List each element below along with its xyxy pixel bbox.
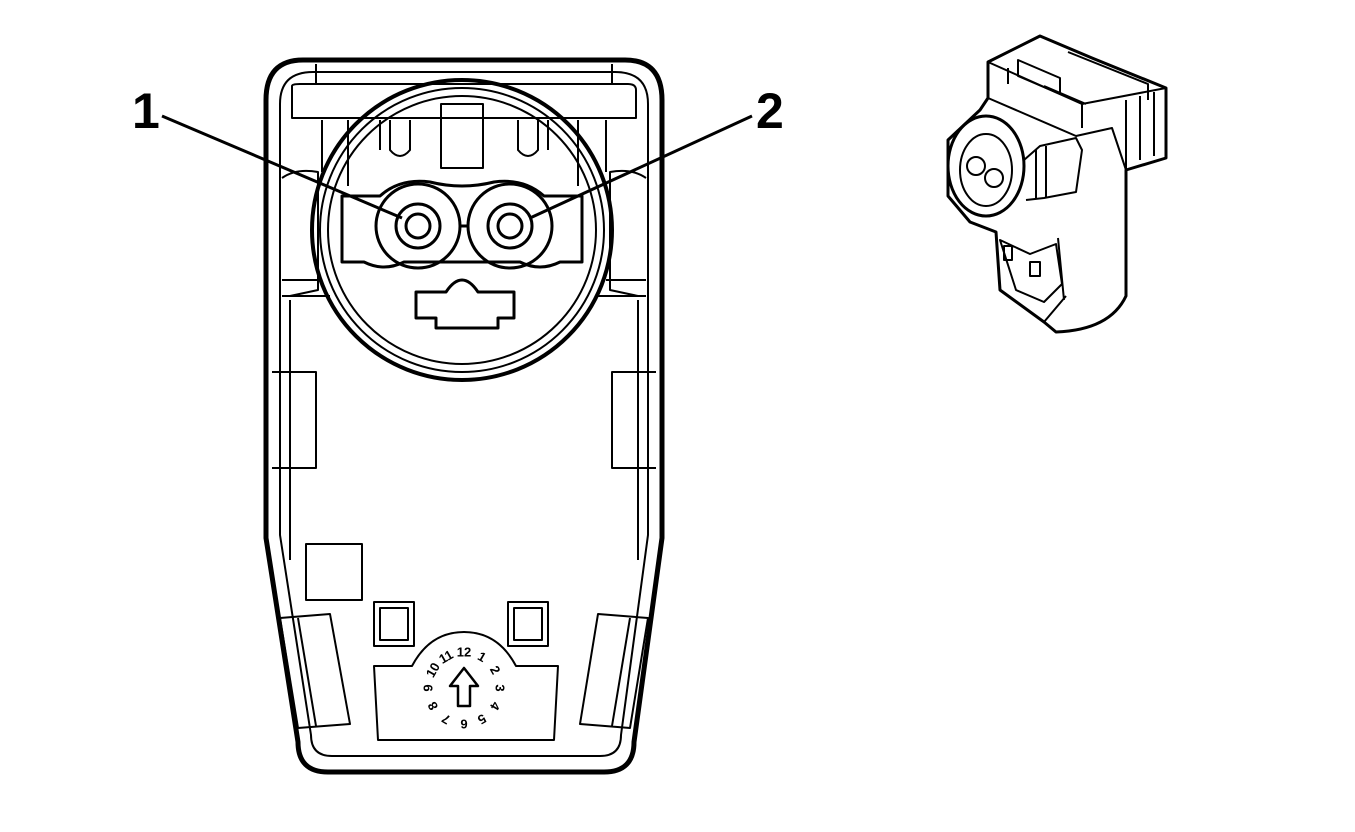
iso-terminal-2 [984,168,1004,188]
wing-lines [282,279,646,297]
right-window-inner [513,607,543,641]
left-window-inner [379,607,409,641]
iso-lower-details [999,237,1067,323]
left-side-slot [272,371,317,469]
leader-line-1 [161,114,403,220]
square-pad [305,543,363,601]
iso-body-outline [946,34,1168,334]
iso-terminal-1 [966,156,986,176]
dial-number: 7 [439,711,453,728]
left-window [373,601,415,647]
terminal-1-outer [374,182,462,270]
face-ring-2 [319,87,605,373]
cavity-outline [340,179,584,269]
housing-outline [263,57,665,775]
right-lower-rib [579,613,649,729]
right-wing [609,169,647,297]
latch-block [440,103,484,169]
date-code-window [373,631,559,741]
face-outer-ring [310,78,614,382]
terminal-2-mid [486,202,534,250]
connector-front-view [263,57,665,775]
iso-face-inner [959,133,1013,207]
iso-collar-lines [1035,146,1047,198]
callout-1: 1 [132,83,160,139]
terminal-2-pin [496,212,524,240]
dial-number: 4 [487,699,504,713]
terminal-2-outer [466,182,554,270]
latch-block-details [389,120,539,157]
top-latch [291,64,637,119]
keying-slot [414,278,516,330]
iso-top-details [1007,51,1149,105]
top-latch-tabs [321,120,607,186]
dial-number: 2 [487,663,504,677]
dial-number: 6 [460,717,467,732]
left-lower-rib [279,613,351,729]
callout-2: 2 [756,83,784,139]
terminal-1-mid [394,202,442,250]
dial-number: 10 [423,660,443,680]
face-ring-3 [327,95,597,365]
dial-number: 3 [493,684,508,691]
dial-number: 11 [436,647,455,667]
housing-inner-outline [279,71,649,757]
callout-leaders [161,114,753,220]
dial-number: 12 [457,645,471,660]
leader-line-2 [529,114,753,220]
dial-number: 9 [421,684,436,691]
iso-face-outer [946,114,1026,218]
iso-collar [1023,137,1083,201]
right-window [507,601,549,647]
date-code-arrow [448,666,480,708]
right-side-slot [611,371,656,469]
connector-iso-view [946,34,1168,334]
iso-rear-ribs [1125,92,1155,170]
dial-number: 1 [475,648,489,665]
dial-number: 8 [424,699,441,713]
terminal-1-pin [404,212,432,240]
dial-number: 5 [475,711,489,728]
